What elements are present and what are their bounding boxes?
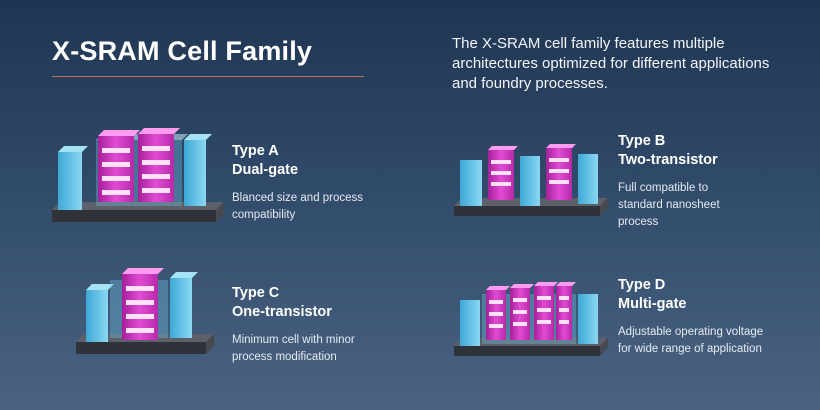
- type-b-illustration: [454, 144, 608, 216]
- type-c-illustration: [76, 268, 214, 354]
- page-title: X-SRAM Cell Family: [52, 36, 313, 66]
- intro-text: The X-SRAM cell family features multiple…: [452, 35, 770, 92]
- type-b-card: Type B Two-transistor Full compatible to…: [618, 132, 788, 231]
- type-d-illustration: [454, 282, 608, 356]
- type-c-card: Type C One-transistor Minimum cell with …: [232, 284, 412, 366]
- type-d-card: Type D Multi-gate Adjustable operating v…: [618, 276, 793, 358]
- type-c-label: Type C: [232, 285, 280, 301]
- type-c-subtitle: One-transistor: [232, 304, 332, 320]
- type-a-card: Type A Dual-gate Blanced size and proces…: [232, 142, 412, 224]
- type-d-label: Type D: [618, 277, 666, 293]
- type-b-subtitle: Two-transistor: [618, 152, 718, 168]
- type-b-description: Full compatible to standard nanosheet pr…: [618, 182, 720, 228]
- type-d-subtitle: Multi-gate: [618, 296, 687, 312]
- type-c-description: Minimum cell with minor process modifica…: [232, 334, 355, 363]
- type-a-label: Type A: [232, 143, 279, 159]
- title-underline: [52, 76, 364, 77]
- type-b-label: Type B: [618, 133, 666, 149]
- type-d-description: Adjustable operating voltage for wide ra…: [618, 326, 764, 355]
- type-a-subtitle: Dual-gate: [232, 162, 299, 178]
- type-a-description: Blanced size and process compatibility: [232, 192, 364, 221]
- type-a-illustration: [52, 128, 224, 222]
